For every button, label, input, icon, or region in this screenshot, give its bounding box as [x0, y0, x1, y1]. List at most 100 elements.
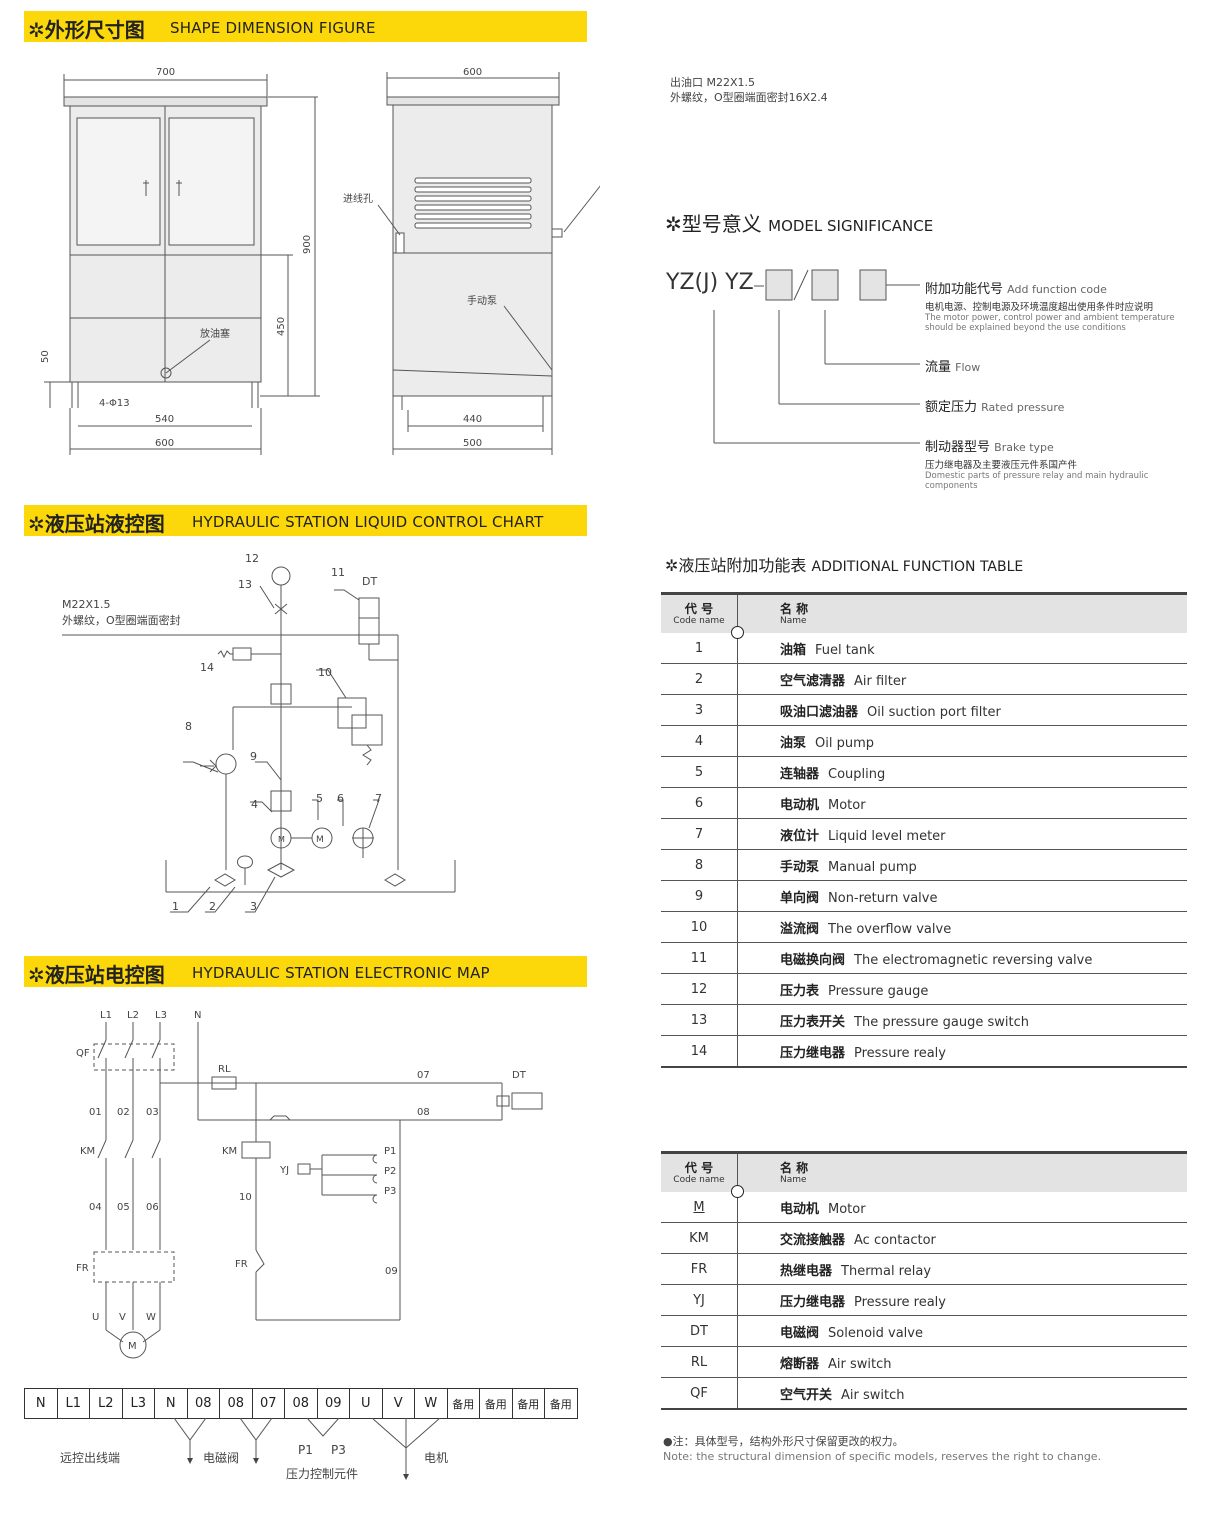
dim-front-base: 600	[155, 438, 174, 449]
section-band-shape: ✲外形尺寸图 SHAPE DIMENSION FIGURE	[24, 11, 587, 42]
divider-circle-icon	[731, 1185, 744, 1198]
section-title-en: SHAPE DIMENSION FIGURE	[170, 19, 376, 37]
label-dt: DT	[362, 575, 377, 588]
label-n: N	[194, 1010, 201, 1021]
label-p1: P1	[384, 1146, 396, 1157]
label-02: 02	[117, 1107, 130, 1118]
terminal-cell: 09	[316, 1388, 350, 1419]
label-motor: M	[278, 835, 285, 844]
section-title-en: HYDRAULIC STATION LIQUID CONTROL CHART	[192, 513, 544, 531]
label-manual-pump: 手动泵	[467, 294, 497, 307]
terminal-cell: W	[414, 1388, 448, 1419]
label-p3: P3	[384, 1186, 396, 1197]
num-11: 11	[331, 566, 345, 579]
num-2: 2	[209, 900, 216, 913]
num-9: 9	[250, 750, 257, 763]
dim-holes: 4-Φ13	[99, 398, 130, 409]
label-motor: M	[128, 1341, 137, 1352]
label-outlet-2: 外螺纹，O型圈端面密封	[62, 613, 181, 627]
section-title-cn: 外形尺寸图	[44, 18, 145, 42]
terminal-cell: 备用	[446, 1388, 480, 1419]
label-remote: 远控出线端	[60, 1451, 120, 1465]
dim-front-height: 900	[302, 235, 313, 254]
label-fr: FR	[76, 1263, 89, 1274]
label-08: 08	[417, 1107, 430, 1118]
num-5: 5	[316, 792, 323, 805]
label-10: 10	[239, 1192, 252, 1203]
star-icon: ✲	[665, 556, 679, 575]
label-dt: DT	[512, 1070, 527, 1081]
num-12: 12	[245, 552, 259, 565]
label-cable-hole: 进线孔	[343, 192, 373, 205]
label-fr2: FR	[235, 1259, 248, 1270]
liquid-control-chart: M22X1.5 外螺纹，O型圈端面密封 DT M M 1 2 3 4 5 6 7…	[62, 552, 456, 913]
terminal-cell: N	[154, 1388, 188, 1419]
model-pressure: 额定压力 Rated pressure	[925, 400, 1065, 415]
num-8: 8	[185, 720, 192, 733]
model-add-func: 附加功能代号 Add function code 电机电源、控制电源及环境温度超…	[925, 282, 1175, 333]
model-flow: 流量 Flow	[925, 360, 981, 375]
label-km: KM	[80, 1146, 95, 1157]
label-drain: 放油塞	[200, 327, 230, 340]
num-6: 6	[337, 792, 344, 805]
dim-side-width: 600	[463, 67, 482, 78]
terminal-strip: N L1 L2 L3 N 08 08 07 08 09 U V W 备用 备用 …	[24, 1388, 578, 1419]
label-v: V	[119, 1312, 126, 1323]
terminal-cell: 08	[186, 1388, 220, 1419]
section-band-electric: ✲液压站电控图 HYDRAULIC STATION ELECTRONIC MAP	[24, 956, 587, 987]
num-14: 14	[200, 661, 214, 674]
model-brake: 制动器型号 Brake type 压力继电器及主要液压元件系国产件 Domest…	[925, 440, 1149, 491]
label-06: 06	[146, 1202, 159, 1213]
label-yj: YJ	[279, 1165, 289, 1176]
num-7: 7	[375, 792, 382, 805]
dim-front-width: 700	[156, 67, 175, 78]
label-l1: L1	[100, 1010, 112, 1021]
label-solenoid: 电磁阀	[203, 1450, 239, 1465]
note-cn: ●注：具体型号，结构外形尺寸保留更改的权力。	[663, 1435, 904, 1448]
label-l2: L2	[127, 1010, 139, 1021]
label-km2: KM	[222, 1146, 237, 1157]
num-10: 10	[318, 666, 332, 679]
label-w: W	[146, 1312, 156, 1323]
terminal-cell: 备用	[511, 1388, 545, 1419]
label-05: 05	[117, 1202, 130, 1213]
label-motor: 电机	[424, 1451, 448, 1465]
dim-side-base: 500	[463, 438, 482, 449]
star-icon: ✲	[665, 212, 682, 236]
label-04: 04	[89, 1202, 102, 1213]
label-pressure: 压力控制元件	[286, 1467, 358, 1481]
oil-outlet-note: 出油口 M22X1.5 外螺纹，O型圈端面密封16X2.4	[670, 76, 828, 104]
num-4: 4	[251, 798, 258, 811]
terminal-cell: L2	[89, 1388, 123, 1419]
label-qf: QF	[76, 1048, 90, 1059]
num-13: 13	[238, 578, 252, 591]
label-03: 03	[146, 1107, 159, 1118]
terminal-cell: U	[349, 1388, 383, 1419]
label-p3: P3	[331, 1443, 346, 1457]
num-3: 3	[250, 900, 257, 913]
terminal-cell: N	[24, 1388, 58, 1419]
terminal-cell: L3	[121, 1388, 155, 1419]
label-outlet-1: M22X1.5	[62, 598, 111, 611]
